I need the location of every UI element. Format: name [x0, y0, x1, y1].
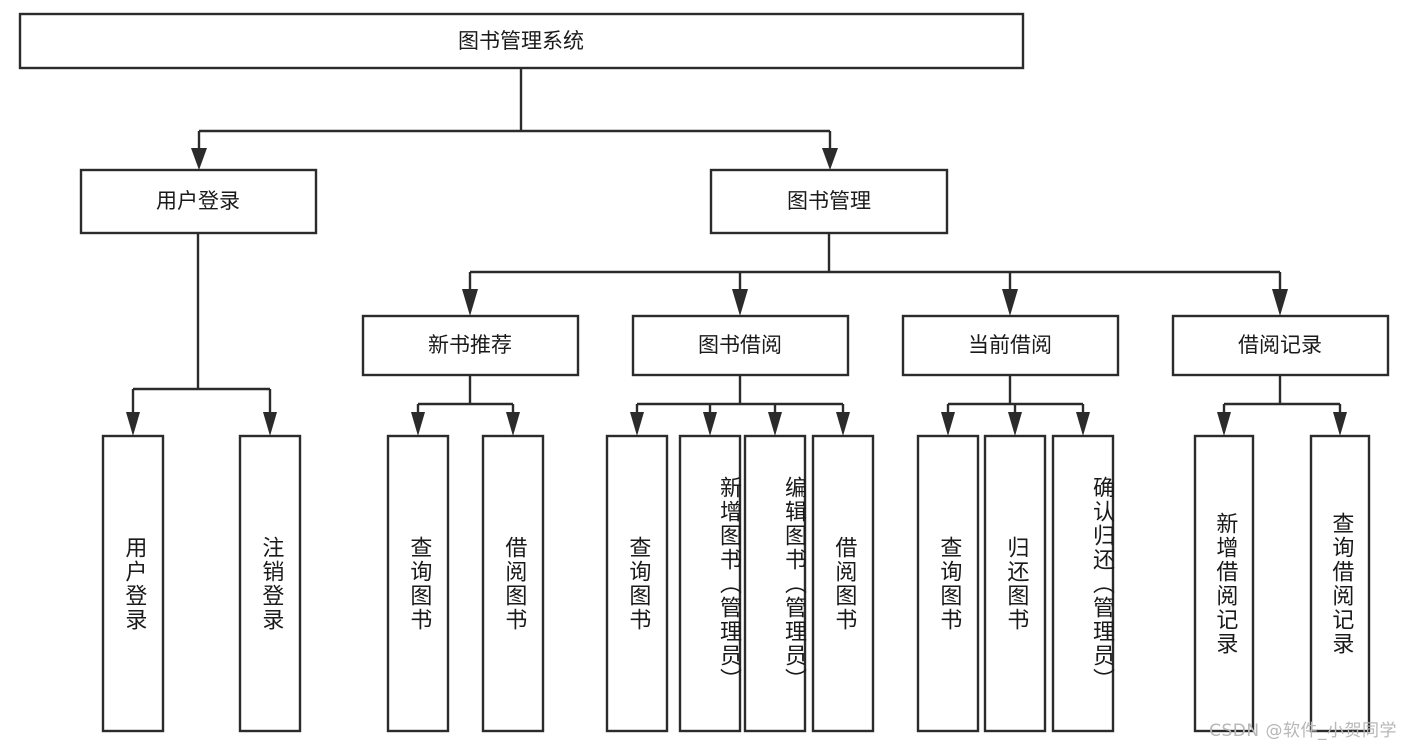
arrow-head-icon — [836, 412, 850, 436]
arrow-head-icon — [1002, 289, 1018, 316]
arrow-head-icon — [822, 148, 838, 170]
connector-borrow-record-to-leaves — [1217, 375, 1347, 436]
node-box-leaf[interactable] — [1309, 434, 1371, 733]
connector-root-to-level2 — [191, 68, 838, 170]
node-box-leaf[interactable] — [1051, 434, 1115, 733]
node-box-leaf[interactable] — [811, 434, 875, 733]
arrow-head-icon — [1217, 412, 1231, 436]
node-box-user-login[interactable] — [79, 168, 318, 235]
arrow-head-icon — [630, 412, 644, 436]
arrow-head-icon — [1333, 412, 1347, 436]
arrow-head-icon — [1008, 412, 1022, 436]
node-box-leaf[interactable] — [983, 434, 1047, 733]
node-box-leaf[interactable] — [678, 434, 742, 733]
node-box-leaf[interactable] — [605, 434, 669, 733]
arrow-head-icon — [506, 412, 520, 436]
node-box-leaf[interactable] — [101, 434, 165, 733]
node-label-book-borrow: 图书借阅 — [698, 333, 782, 357]
arrow-head-icon — [191, 148, 207, 170]
node-box-leaf[interactable] — [386, 434, 450, 733]
arrow-head-icon — [126, 412, 140, 436]
node-box-leaf[interactable] — [916, 434, 980, 733]
node-label-root: 图书管理系统 — [458, 29, 584, 53]
arrow-head-icon — [411, 412, 425, 436]
node-box-root[interactable] — [18, 12, 1025, 70]
arrow-head-icon — [263, 412, 277, 436]
node-label-new-book-recommend: 新书推荐 — [428, 333, 512, 357]
connector-user-login-to-leaves — [126, 233, 277, 436]
arrow-head-icon — [941, 412, 955, 436]
arrow-head-icon — [462, 289, 478, 316]
connector-current-borrow-to-leaves — [941, 375, 1090, 436]
node-box-new-book-recommend[interactable] — [361, 314, 580, 377]
connector-book-borrow-to-leaves — [630, 375, 850, 436]
node-box-leaf[interactable] — [481, 434, 545, 733]
node-box-leaf[interactable] — [1193, 434, 1255, 733]
arrow-head-icon — [768, 412, 782, 436]
connector-book-management-to-level3 — [462, 233, 1288, 316]
arrow-head-icon — [1076, 412, 1090, 436]
arrow-head-icon — [732, 289, 748, 316]
node-label-user-login: 用户登录 — [156, 189, 240, 213]
node-box-leaf[interactable] — [238, 434, 302, 733]
watermark: CSDN @软件_小贺同学 — [1209, 721, 1397, 741]
node-label-book-management: 图书管理 — [787, 189, 871, 213]
arrow-head-icon — [703, 412, 717, 436]
node-box-current-borrow[interactable] — [901, 314, 1120, 377]
arrow-head-icon — [1272, 289, 1288, 316]
node-label-borrow-record: 借阅记录 — [1238, 333, 1322, 357]
node-label-current-borrow: 当前借阅 — [968, 333, 1052, 357]
connector-new-book-recommend-to-leaves — [411, 375, 520, 436]
node-box-leaf[interactable] — [743, 434, 807, 733]
